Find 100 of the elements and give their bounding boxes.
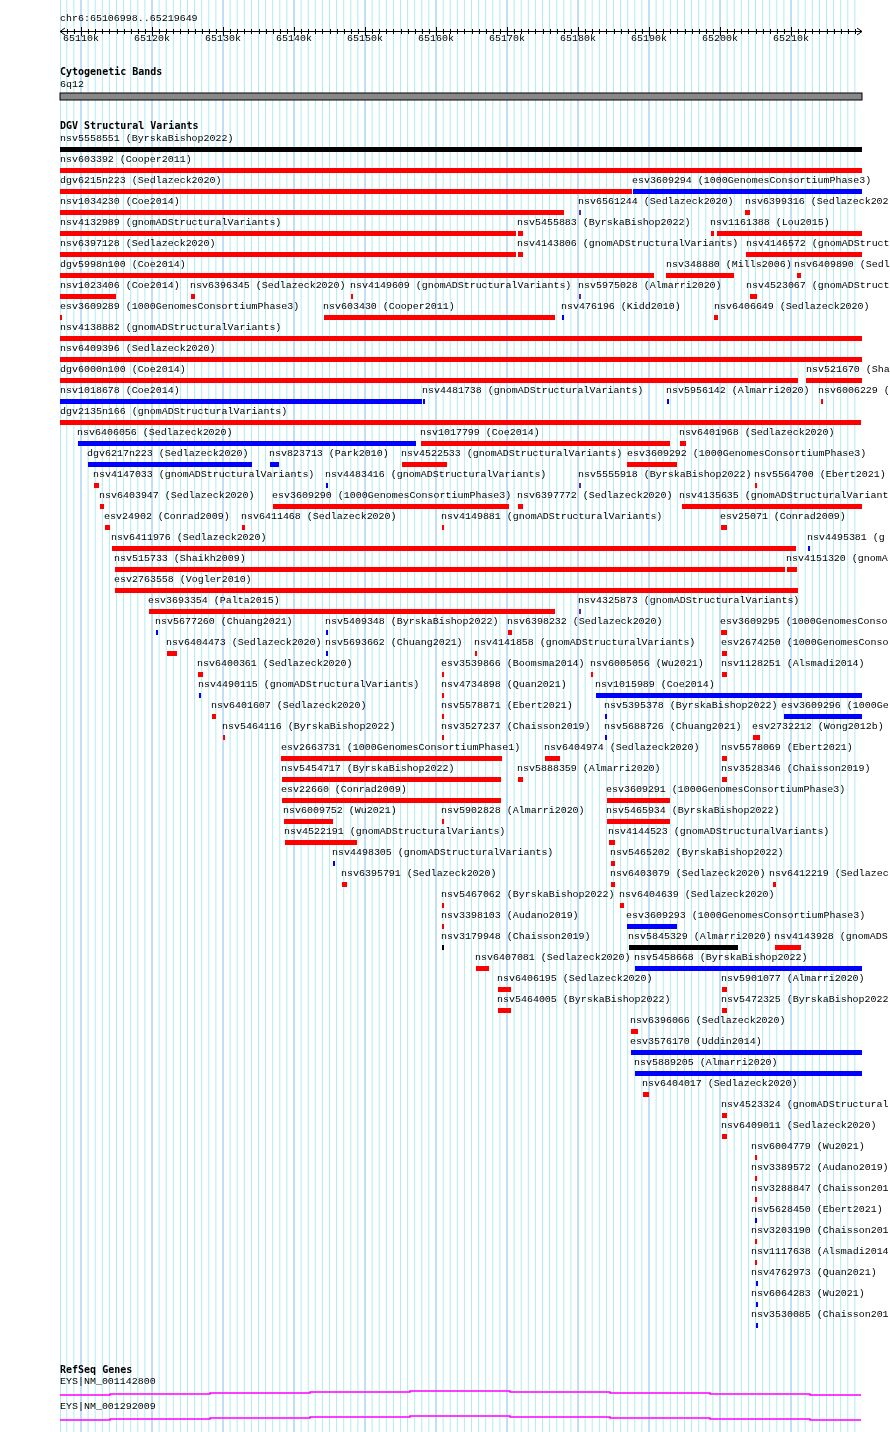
variant-label: nsv6411468 (Sedlazeck2020) <box>241 511 397 523</box>
variant-label: nsv6411976 (Sedlazeck2020) <box>111 532 267 544</box>
variant-label: esv24902 (Conrad2009) <box>104 511 230 523</box>
variant-label: nsv3527237 (Chaisson2019) <box>441 721 591 733</box>
variant-label: nsv1018678 (Coe2014) <box>60 385 180 397</box>
position-label: chr6:65106998..65219649 <box>60 13 198 25</box>
variant-label: dgv2135n166 (gnomADStructuralVariants) <box>60 406 288 418</box>
tick-label: 65140k <box>276 33 312 45</box>
variant-label: esv3609295 (1000GenomesConso <box>720 616 888 628</box>
variant-label: nsv3203190 (Chaisson201 <box>751 1225 889 1237</box>
variant-label: esv3539866 (Boomsma2014) <box>441 658 585 670</box>
variant-label: nsv5688726 (Chuang2021) <box>604 721 742 733</box>
variant-label: esv3576170 (Uddin2014) <box>630 1036 762 1048</box>
variant-label: nsv4495381 (g <box>807 532 885 544</box>
variant-label: nsv5578069 (Ebert2021) <box>721 742 853 754</box>
variant-label: nsv4522533 (gnomADStructuralVariants) <box>401 448 623 460</box>
variant-label: esv22660 (Conrad2009) <box>281 784 407 796</box>
variant-label: nsv6403079 (Sedlazeck2020) <box>610 868 766 880</box>
variant-label: nsv4144523 (gnomADStructuralVariants) <box>608 826 830 838</box>
variant-label: nsv3389572 (Audano2019) <box>751 1162 889 1174</box>
variant-label: nsv1161388 (Lou2015) <box>710 217 830 229</box>
variant-label: nsv5409348 (ByrskaBishop2022) <box>325 616 499 628</box>
variant-label: nsv1128251 (Alsmadi2014) <box>721 658 865 670</box>
track-title: RefSeq Genes <box>60 1364 133 1376</box>
variant-label: nsv5956142 (Almarri2020) <box>666 385 810 397</box>
track-title: DGV Structural Variants <box>60 120 199 132</box>
variant-label: nsv4143806 (gnomADStructuralVariants) <box>517 238 739 250</box>
tick-label: 65150k <box>347 33 383 45</box>
variant-label: nsv603392 (Cooper2011) <box>60 154 192 166</box>
variant-label: nsv5454717 (ByrskaBishop2022) <box>281 763 455 775</box>
variant-label: nsv6399316 (Sedlazeck202 <box>745 196 889 208</box>
variant-label: nsv4490115 (gnomADStructuralVariants) <box>198 679 420 691</box>
variant-label: nsv5677260 (Chuang2021) <box>155 616 293 628</box>
variant-label: nsv5558551 (ByrskaBishop2022) <box>60 133 234 145</box>
track-title: Cytogenetic Bands <box>60 66 163 78</box>
variant-label: nsv823713 (Park2010) <box>269 448 389 460</box>
variant-label: nsv6009752 (Wu2021) <box>283 805 397 817</box>
variant-label: nsv4523067 (gnomADStruct <box>746 280 890 292</box>
variant-label: esv2763558 (Vogler2010) <box>114 574 252 586</box>
variant-label: nsv4132989 (gnomADStructuralVariants) <box>60 217 282 229</box>
variant-label: nsv1023406 (Coe2014) <box>60 280 180 292</box>
variant-label: dgv6215n223 (Sedlazeck2020) <box>60 175 222 187</box>
variant-label: esv3693354 (Palta2015) <box>148 595 280 607</box>
variant-label: nsv521670 (Sha <box>806 364 890 376</box>
variant-label: nsv6404639 (Sedlazeck2020) <box>619 889 775 901</box>
variant-label: nsv5564700 (Ebert2021) <box>754 469 886 481</box>
variant-label: nsv6409396 (Sedlazeck2020) <box>60 343 216 355</box>
variant-label: nsv5889205 (Almarri2020) <box>634 1057 778 1069</box>
variant-label: nsv6397128 (Sedlazeck2020) <box>60 238 216 250</box>
variant-label: esv3609290 (1000GenomesConsortiumPhase3) <box>272 490 512 502</box>
variant-label: nsv6396066 (Sedlazeck2020) <box>630 1015 786 1027</box>
variant-label: nsv4149609 (gnomADStructuralVariants) <box>350 280 572 292</box>
variant-label: nsv4483416 (gnomADStructuralVariants) <box>325 469 547 481</box>
variant-label: nsv4147033 (gnomADStructuralVariants) <box>93 469 315 481</box>
variant-label: esv2663731 (1000GenomesConsortiumPhase1) <box>281 742 521 754</box>
variant-label: nsv6404974 (Sedlazeck2020) <box>544 742 700 754</box>
variant-label: nsv5455883 (ByrskaBishop2022) <box>517 217 691 229</box>
variant-label: nsv4734898 (Quan2021) <box>441 679 567 691</box>
variant-label: esv2732212 (Wong2012b) <box>752 721 884 733</box>
variant-label: esv3609294 (1000GenomesConsortiumPhase3) <box>632 175 872 187</box>
tick-label: 65190k <box>631 33 667 45</box>
variant-label: nsv4143928 (gnomADS <box>774 931 888 943</box>
variant-label: nsv5465934 (ByrskaBishop2022) <box>606 805 780 817</box>
variant-label: esv3609291 (1000GenomesConsortiumPhase3) <box>606 784 846 796</box>
variant-label: nsv3288847 (Chaisson201 <box>751 1183 889 1195</box>
variant-label: nsv4141858 (gnomADStructuralVariants) <box>474 637 696 649</box>
variant-label: nsv6396345 (Sedlazeck2020) <box>190 280 346 292</box>
variant-label: nsv5888359 (Almarri2020) <box>517 763 661 775</box>
variant-label: nsv3398103 (Audano2019) <box>441 910 579 922</box>
variant-label: nsv6406649 (Sedlazeck2020) <box>714 301 870 313</box>
variant-label: nsv4146572 (gnomADStruct <box>746 238 890 250</box>
variant-label: nsv6561244 (Sedlazeck2020) <box>578 196 734 208</box>
variant-label: nsv4325873 (gnomADStructuralVariants) <box>578 595 800 607</box>
tick-label: 65130k <box>205 33 241 45</box>
variant-label: nsv6401968 (Sedlazeck2020) <box>679 427 835 439</box>
variant-label: nsv4135635 (gnomADStructuralVariant <box>679 490 889 502</box>
variant-label: nsv6395791 (Sedlazeck2020) <box>341 868 497 880</box>
variant-label: nsv4523324 (gnomADStructural <box>721 1099 889 1111</box>
variant-label: esv25071 (Conrad2009) <box>720 511 846 523</box>
variant-label: nsv6406056 (Sedlazeck2020) <box>77 427 233 439</box>
variant-label: nsv6398232 (Sedlazeck2020) <box>507 616 663 628</box>
variant-label: nsv6404017 (Sedlazeck2020) <box>642 1078 798 1090</box>
variant-label: nsv5458668 (ByrskaBishop2022) <box>634 952 808 964</box>
feature-label: EYS|NM_001292009 <box>60 1401 156 1413</box>
variant-label: nsv5464005 (ByrskaBishop2022) <box>497 994 671 1006</box>
variant-label: nsv4149881 (gnomADStructuralVariants) <box>441 511 663 523</box>
variant-label: nsv6407081 (Sedlazeck2020) <box>475 952 631 964</box>
variant-label: esv3609293 (1000GenomesConsortiumPhase3) <box>626 910 866 922</box>
variant-label: nsv5975028 (Almarri2020) <box>578 280 722 292</box>
variant-label: nsv603430 (Cooper2011) <box>323 301 455 313</box>
variant-label: nsv6400361 (Sedlazeck2020) <box>197 658 353 670</box>
variant-label: dgv5998n100 (Coe2014) <box>60 259 186 271</box>
feature-label: 6q12 <box>60 79 84 91</box>
variant-label: nsv5472325 (ByrskaBishop2022 <box>721 994 889 1006</box>
variant-label: nsv1034230 (Coe2014) <box>60 196 180 208</box>
variant-label: nsv6006229 ( <box>818 385 890 397</box>
variant-label: nsv3179948 (Chaisson2019) <box>441 931 591 943</box>
variant-label: nsv4138882 (gnomADStructuralVariants) <box>60 322 282 334</box>
variant-label: nsv476196 (Kidd2010) <box>561 301 681 313</box>
tick-label: 65180k <box>560 33 596 45</box>
